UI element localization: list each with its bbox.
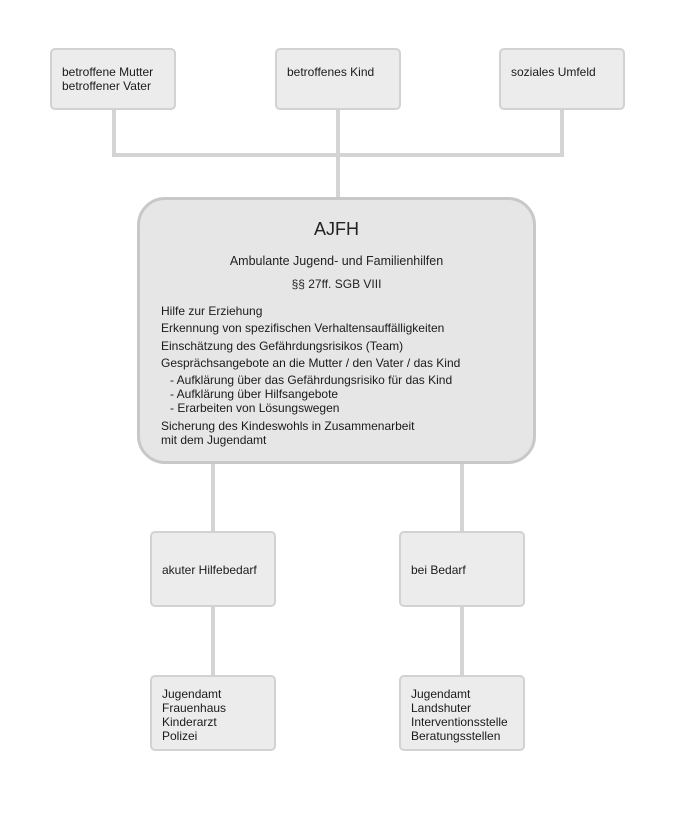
main-task-list: Hilfe zur Erziehung Erkennung von spezif… <box>161 303 460 447</box>
contact-item: Frauenhaus <box>162 701 227 715</box>
box-parents-line-2: betroffener Vater <box>62 79 151 93</box>
box-child: betroffenes Kind <box>275 48 401 110</box>
connector-top-horizontal <box>112 153 564 157</box>
main-title: AJFH <box>314 219 359 239</box>
connector-top-right-down <box>560 108 564 157</box>
contact-item: Polizei <box>162 729 198 743</box>
connector-top-left-down <box>112 108 116 157</box>
main-box-ajfh: AJFH Ambulante Jugend- und Familienhilfe… <box>137 197 536 464</box>
box-as-needed: bei Bedarf <box>399 531 525 607</box>
main-law-reference: §§ 27ff. SGB VIII <box>291 277 382 291</box>
box-social-environment-line-1: soziales Umfeld <box>511 65 596 79</box>
box-contacts-acute: Jugendamt Frauenhaus Kinderarzt Polizei <box>150 675 276 751</box>
box-contacts-as-needed: Jugendamt Landshuter Interventionsstelle… <box>399 675 525 751</box>
box-acute-need-label: akuter Hilfebedarf <box>162 563 257 577</box>
contact-item: Landshuter <box>411 701 472 715</box>
main-item: Hilfe zur Erziehung <box>161 304 263 318</box>
box-acute-need: akuter Hilfebedarf <box>150 531 276 607</box>
contact-item: Jugendamt <box>162 687 222 701</box>
main-closing-line-2: mit dem Jugendamt <box>161 432 267 447</box>
connector-left-branch-to-contacts <box>211 605 215 677</box>
contact-item: Interventionsstelle <box>411 715 508 729</box>
main-item: Gesprächsangebote an die Mutter / den Va… <box>161 356 461 371</box>
box-child-line-1: betroffenes Kind <box>287 65 375 79</box>
box-social-environment: soziales Umfeld <box>499 48 625 110</box>
connector-main-to-right-branch <box>460 463 464 533</box>
contact-item: Jugendamt <box>411 687 471 701</box>
box-parents: betroffene Mutter betroffener Vater <box>50 48 176 110</box>
main-subitem: - Aufklärung über das Gefährdungsrisiko … <box>170 372 453 387</box>
connector-main-to-left-branch <box>211 463 215 533</box>
connector-right-branch-to-contacts <box>460 605 464 677</box>
main-subitem: - Erarbeiten von Lösungswegen <box>170 400 340 415</box>
main-closing-line-1: Sicherung des Kindeswohls in Zusammenarb… <box>161 418 415 433</box>
contact-item: Beratungsstellen <box>411 729 501 743</box>
box-parents-line-1: betroffene Mutter <box>62 65 154 79</box>
main-item: Erkennung von spezifischen Verhaltensauf… <box>161 321 445 336</box>
contact-item: Kinderarzt <box>162 715 217 729</box>
main-item: Einschätzung des Gefährdungsrisikos (Tea… <box>161 338 404 353</box>
box-as-needed-label: bei Bedarf <box>411 563 466 577</box>
main-subitem: - Aufklärung über Hilfsangebote <box>170 386 339 401</box>
main-subtitle: Ambulante Jugend- und Familienhilfen <box>229 254 444 268</box>
